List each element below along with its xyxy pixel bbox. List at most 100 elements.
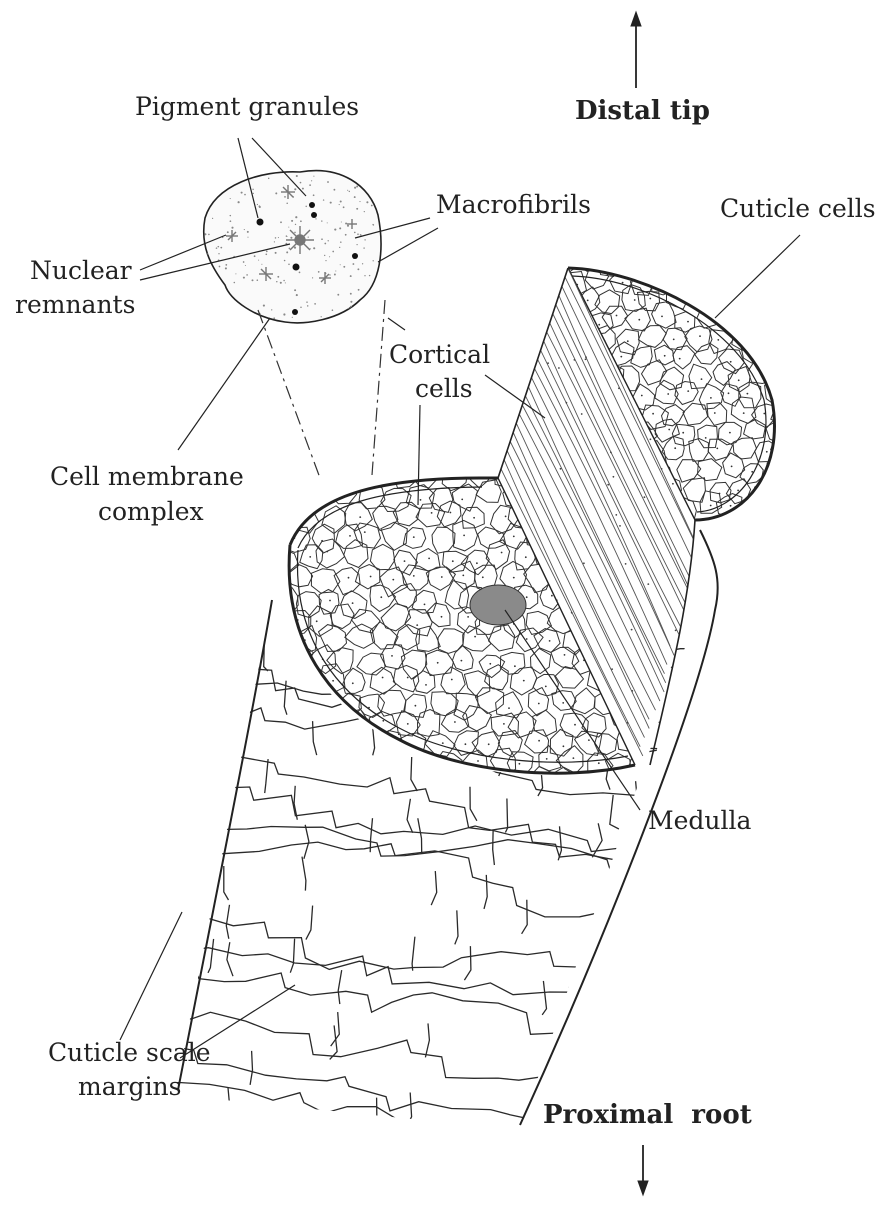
- cuticle-scale-margin: [186, 865, 195, 899]
- cuticle-scale-margin: [183, 873, 194, 907]
- label-nuclear-remnants-line2: remnants: [15, 290, 135, 320]
- cuticle-scale-margin: [226, 1088, 230, 1122]
- cuticle-scale-margin: [233, 719, 235, 753]
- cortical-cell: [394, 550, 418, 575]
- cuticle-cell: [775, 367, 797, 390]
- label-distal-tip: Distal tip: [575, 96, 710, 126]
- cortical-cell: [454, 768, 479, 793]
- cuticle-scale-margin: [338, 970, 342, 1004]
- cortical-cell: [572, 645, 594, 675]
- cuticle-cell: [766, 419, 789, 443]
- cuticle-cell: [739, 382, 761, 408]
- label-cuticle-scale-margins-line2: margins: [78, 1072, 182, 1102]
- cuticle-scale-margin: [302, 857, 306, 891]
- cortical-cell: [476, 480, 501, 503]
- cuticle-cell: [607, 460, 631, 483]
- cortical-cell: [357, 772, 381, 799]
- cuticle-scale-margin: [226, 905, 229, 939]
- cuticle-scale-margin: [493, 831, 495, 865]
- cortical-cell: [515, 542, 538, 570]
- cortical-cell: [334, 568, 360, 595]
- cuticle-scale-margin: [304, 825, 309, 859]
- cortical-cell: [586, 629, 612, 657]
- cuticle-cell: [673, 346, 695, 369]
- cuticle-scale-margin: [710, 1129, 716, 1163]
- cortical-cell: [478, 775, 499, 798]
- cuticle-cell: [618, 249, 641, 271]
- cuticle-scale-margin: [247, 1140, 253, 1174]
- cuticle-cell: [672, 272, 698, 291]
- cuticle-cell: [683, 403, 708, 425]
- macrofibril-line: [559, 295, 692, 582]
- cuticle-cell: [662, 405, 685, 426]
- cortical-cell: [582, 504, 609, 530]
- cuticle-scale-margin: [582, 1021, 585, 1055]
- label-cell-membrane-complex-line2: complex: [98, 497, 204, 527]
- label-nuclear-remnants-line1: Nuclear: [30, 256, 132, 286]
- cortical-cell: [428, 603, 451, 627]
- cortical-cell: [528, 688, 548, 716]
- cortical-cell: [315, 753, 340, 781]
- macrofibril-line: [541, 350, 681, 637]
- cortical-cell: [345, 624, 375, 648]
- cortical-cell: [617, 728, 642, 752]
- label-cuticle-cells: Cuticle cells: [720, 194, 876, 224]
- cuticle-scale-margin: [160, 1083, 774, 1184]
- cuticle-cell: [718, 422, 741, 444]
- cuticle-cell: [720, 304, 745, 328]
- cuticle-cell: [720, 274, 745, 294]
- cuticle-scale-margin: [460, 609, 463, 643]
- cortical-cell: [311, 569, 340, 593]
- cuticle-cell: [760, 344, 782, 364]
- cuticle-cell: [638, 326, 666, 348]
- cuticle-scale-margin: [238, 682, 241, 716]
- label-macrofibrils: Macrofibrils: [436, 190, 591, 220]
- label-cortical-cells-line1: Cortical: [389, 340, 490, 370]
- cortical-cell: [489, 625, 515, 651]
- cortical-cell: [539, 745, 561, 770]
- cortical-cell: [561, 504, 587, 529]
- cortical-cell: [352, 609, 381, 633]
- cortical-cell: [401, 650, 426, 679]
- cortical-cell: [285, 732, 308, 762]
- cuticle-scale-margin: [198, 721, 200, 755]
- cortical-cell: [463, 626, 491, 651]
- zoom-connectors: [258, 300, 385, 478]
- cortical-cell: [432, 527, 455, 553]
- cuticle-scale-margin: [587, 1019, 590, 1053]
- cuticle-cell: [685, 290, 709, 311]
- cortical-cell: [406, 771, 431, 799]
- cortical-cell: [320, 708, 345, 732]
- cortical-cell: [466, 458, 494, 489]
- label-cell-membrane-complex-line1: Cell membrane: [50, 462, 244, 492]
- cortex-cross-section: [269, 458, 662, 800]
- macrofibril-line: [565, 277, 705, 564]
- cuticle-cell: [698, 425, 718, 448]
- cuticle-cell: [622, 285, 645, 312]
- cuticle-cell: [698, 459, 722, 481]
- cuticle-cell: [597, 442, 621, 465]
- cortical-cell: [550, 729, 573, 756]
- cuticle-scale-margin: [464, 946, 471, 980]
- cuticle-scale-margin: [160, 842, 750, 917]
- cuticle-scale-margin: [707, 1054, 709, 1088]
- cortical-cell: [443, 551, 469, 572]
- label-medulla: Medulla: [648, 806, 751, 836]
- cuticle-cell: [555, 253, 576, 275]
- cortical-cell: [485, 665, 509, 690]
- cuticle-scale-margin: [258, 636, 260, 670]
- cuticle-cell: [765, 305, 787, 329]
- cuticle-scale-margin: [227, 942, 233, 976]
- cortical-cell: [618, 482, 642, 510]
- cuticle-scale-margin: [636, 781, 641, 815]
- cortical-cell: [344, 540, 368, 568]
- cuticle-cell: [708, 439, 733, 460]
- cuticle-cell: [731, 251, 755, 274]
- cortical-cell: [269, 550, 299, 573]
- cuticle-scale-margin: [550, 1062, 555, 1096]
- cortical-cell: [293, 459, 317, 489]
- cuticle-scale-margin: [306, 906, 313, 940]
- cuticle-cell: [605, 386, 629, 410]
- cortical-cell: [393, 665, 419, 692]
